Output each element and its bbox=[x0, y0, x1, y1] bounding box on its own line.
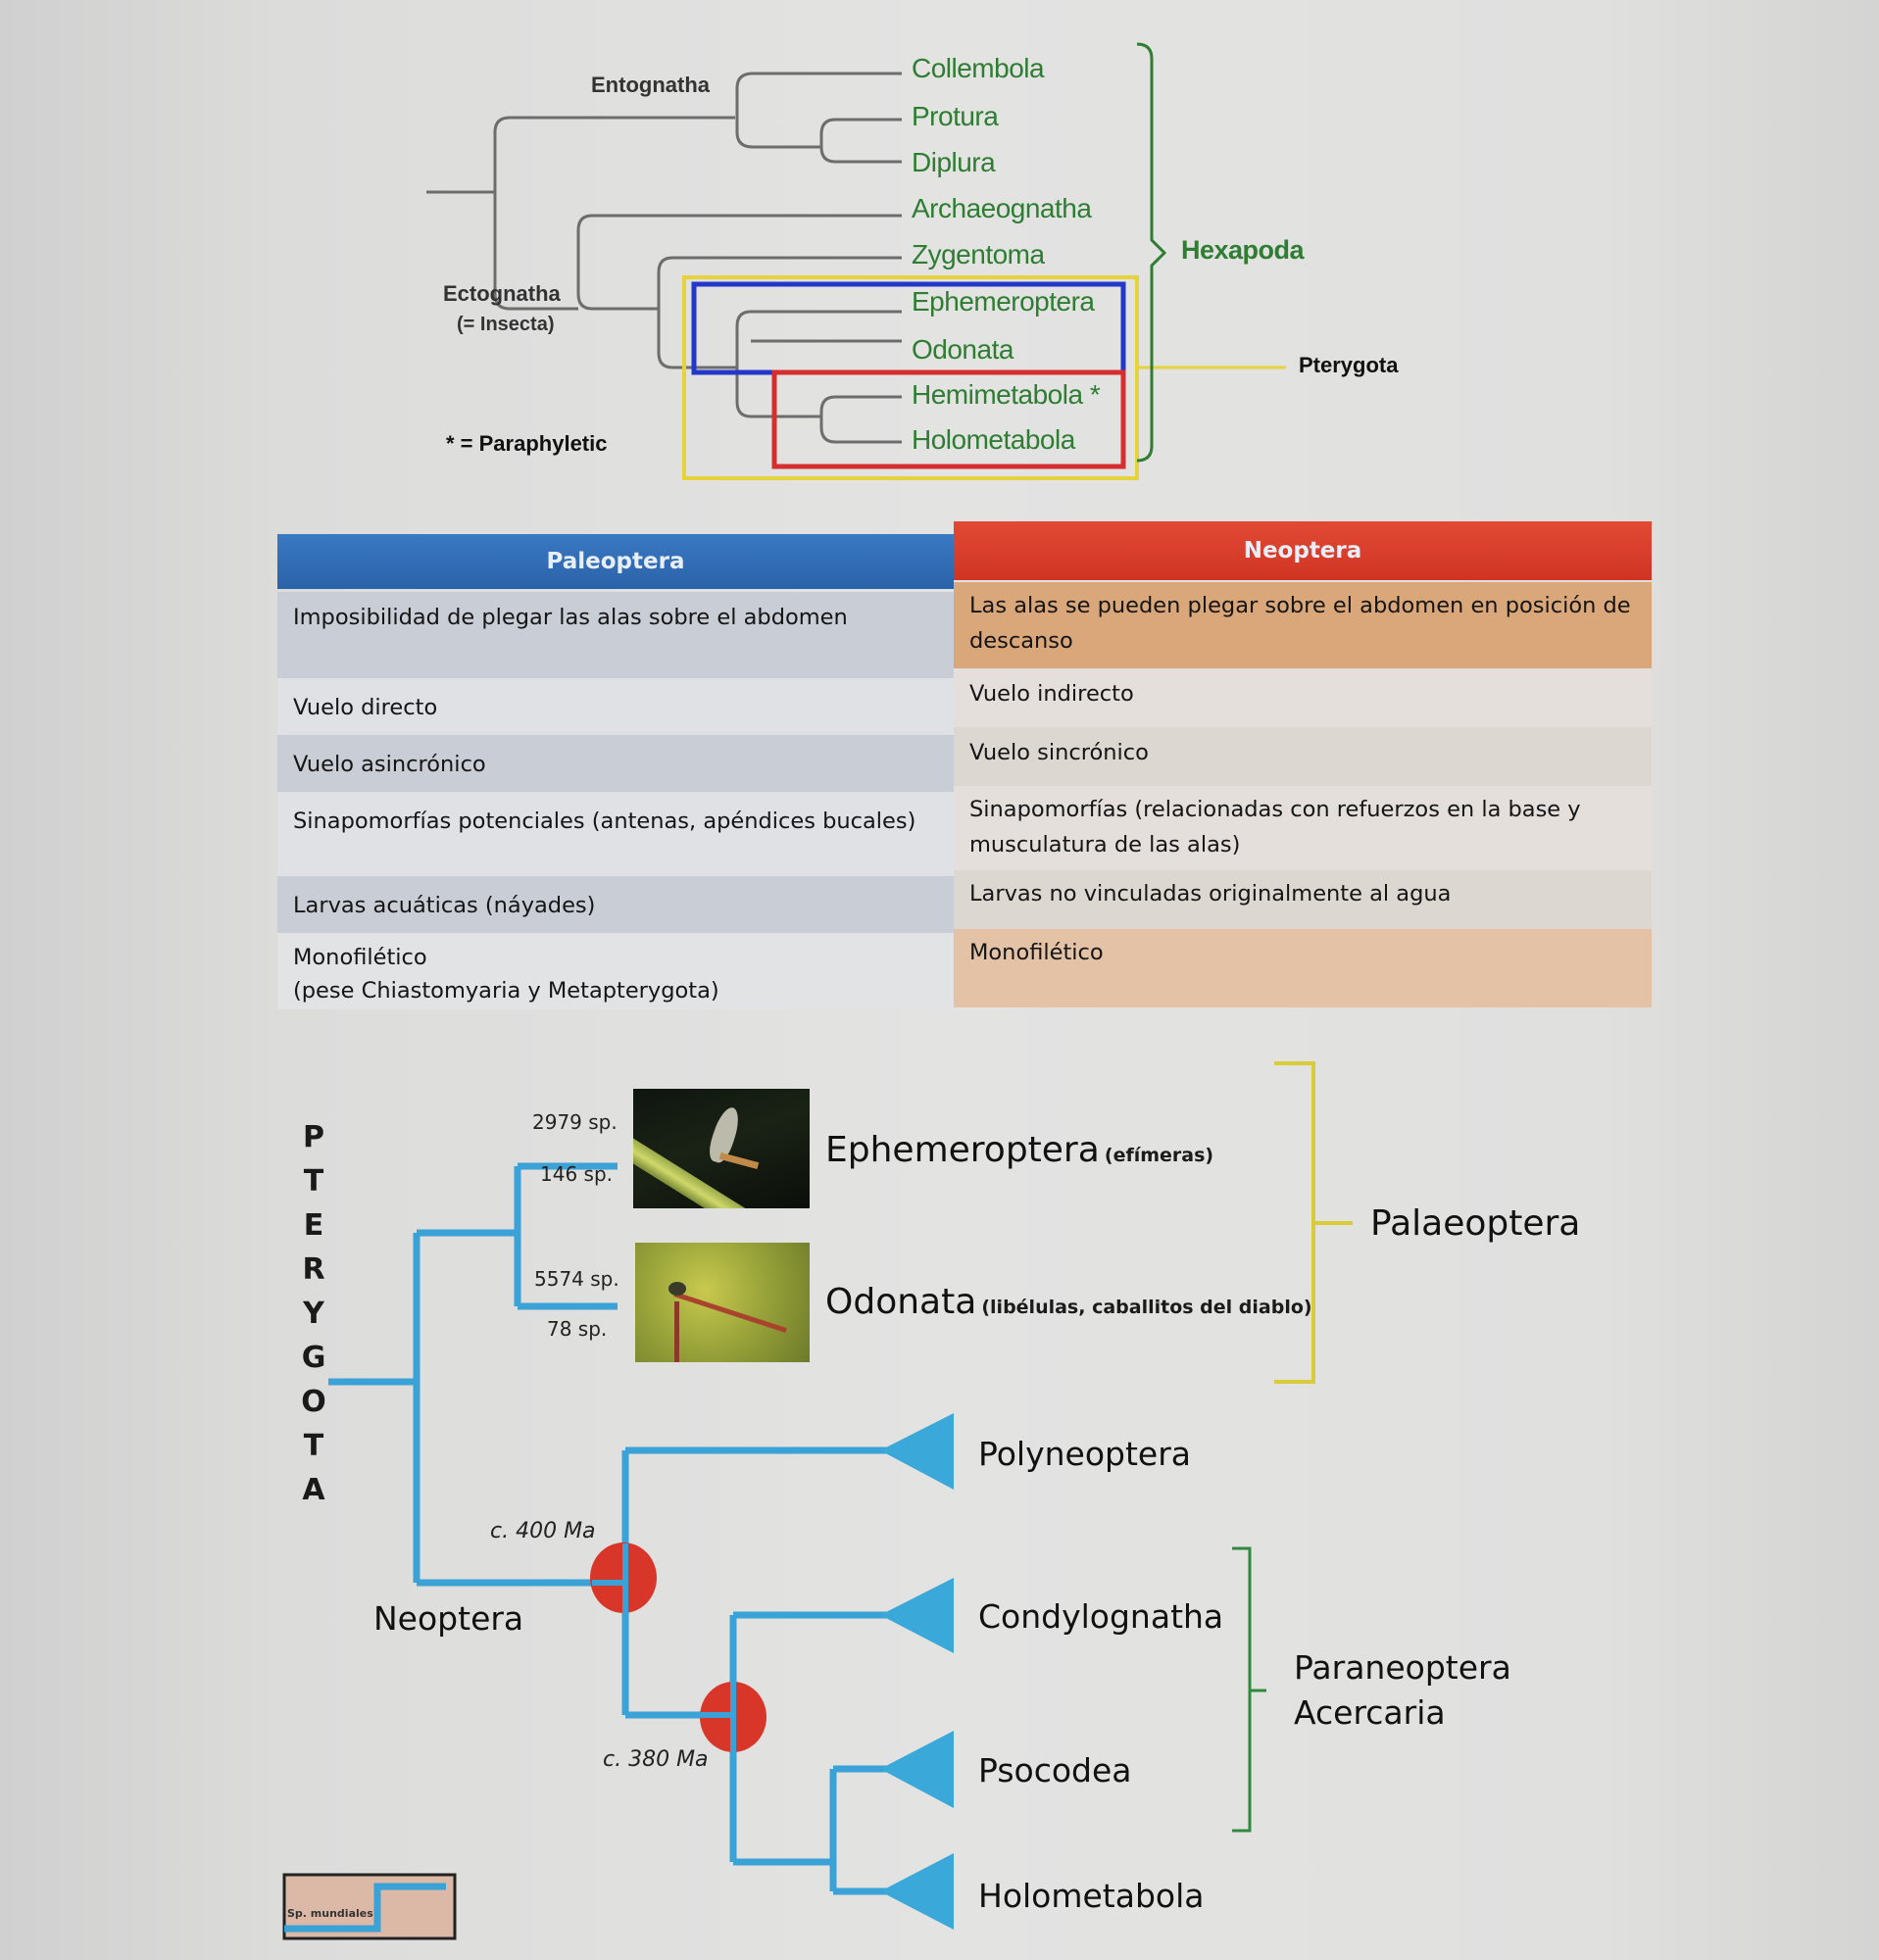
taxon-protura: Protura bbox=[912, 101, 999, 131]
branch-entognatha bbox=[735, 72, 902, 149]
taxon-holometabola: Holometabola bbox=[912, 424, 1075, 455]
dragonfly-photo bbox=[635, 1243, 810, 1362]
acercaria-label: Acercaria bbox=[1294, 1693, 1446, 1732]
triangle-condylognatha bbox=[880, 1578, 954, 1653]
odonata-common-name: (libélulas, caballitos del diablo) bbox=[981, 1297, 1312, 1318]
row-1-paleoptera: Imposibilidad de plegar las alas sobre e… bbox=[277, 592, 954, 678]
row-4-neoptera: Sinapomorfías (relacionadas con refuerzo… bbox=[954, 786, 1652, 870]
ectognatha-note: (= Insecta) bbox=[457, 314, 555, 335]
letter: Y bbox=[303, 1297, 324, 1331]
taxon-odonata: Odonata bbox=[912, 334, 1014, 365]
letter: O bbox=[301, 1385, 326, 1419]
taxon-archaeognatha: Archaeognatha bbox=[912, 193, 1092, 223]
row-1-neoptera: Las alas se pueden plegar sobre el abdom… bbox=[954, 582, 1652, 668]
palaeoptera-bracket bbox=[1274, 1061, 1353, 1384]
row-6-neoptera: Monofilético bbox=[954, 929, 1652, 1007]
ephemeroptera-species-world: 2979 sp. bbox=[532, 1110, 618, 1134]
branch-ectognatha bbox=[576, 214, 902, 311]
header-paleoptera: Paleoptera bbox=[277, 534, 954, 589]
pterygota-box bbox=[682, 275, 1139, 480]
clade-polyneoptera: Polyneoptera bbox=[978, 1435, 1191, 1473]
letter: P bbox=[303, 1120, 324, 1154]
branch-pterygota bbox=[735, 310, 902, 418]
branch-zygentoma bbox=[657, 256, 902, 369]
hexapoda-tree-lines bbox=[426, 42, 1286, 480]
odonata-name: Odonata bbox=[825, 1282, 977, 1322]
neoptera-label: Neoptera bbox=[373, 1599, 524, 1638]
mayfly-photo bbox=[633, 1089, 810, 1208]
neoptera-box bbox=[771, 369, 1126, 469]
taxon-diplura: Diplura bbox=[912, 147, 996, 177]
paraneoptera-label: Paraneoptera bbox=[1294, 1648, 1511, 1687]
ephemeroptera-name: Ephemeroptera bbox=[825, 1130, 1100, 1170]
clade-condylognatha: Condylognatha bbox=[978, 1597, 1224, 1636]
pterygota-vertical-label: P T E R Y G O T A bbox=[299, 1120, 328, 1517]
taxon-collembola: Collembola bbox=[912, 53, 1045, 83]
triangle-holometabola bbox=[880, 1853, 954, 1930]
letter: R bbox=[302, 1252, 325, 1287]
odonata-species-world: 5574 sp. bbox=[534, 1267, 619, 1291]
clade-psocodea: Psocodea bbox=[978, 1751, 1132, 1789]
odonata-label: Odonata (libélulas, caballitos del diabl… bbox=[825, 1282, 1312, 1322]
paraneoptera-bracket bbox=[1232, 1546, 1266, 1833]
letter: T bbox=[303, 1429, 324, 1463]
taxon-hemimetabola: Hemimetabola * bbox=[912, 379, 1101, 410]
row-3-paleoptera: Vuelo asincrónico bbox=[277, 735, 954, 792]
triangle-psocodea bbox=[880, 1731, 954, 1808]
ectognatha-label: Ectognatha bbox=[443, 281, 561, 306]
odonata-species-local: 78 sp. bbox=[547, 1317, 608, 1341]
header-neoptera: Neoptera bbox=[954, 521, 1652, 580]
branch-protura-diplura bbox=[819, 118, 902, 164]
letter: T bbox=[303, 1164, 324, 1199]
row-5-neoptera: Larvas no vinculadas originalmente al ag… bbox=[954, 870, 1652, 929]
row-2-paleoptera: Vuelo directo bbox=[277, 678, 954, 735]
age-400ma: c. 400 Ma bbox=[490, 1519, 596, 1544]
ephemeroptera-common-name: (efímeras) bbox=[1104, 1145, 1214, 1166]
paraphyletic-legend: * = Paraphyletic bbox=[446, 431, 608, 456]
taxon-ephemeroptera: Ephemeroptera bbox=[912, 286, 1095, 317]
row-5-paleoptera: Larvas acuáticas (náyades) bbox=[277, 876, 954, 933]
ephemeroptera-label: Ephemeroptera (efímeras) bbox=[825, 1130, 1213, 1170]
entognatha-label: Entognatha bbox=[591, 73, 710, 97]
row-3-neoptera: Vuelo sincrónico bbox=[954, 727, 1652, 786]
hexapoda-bracket bbox=[1136, 42, 1167, 463]
age-380ma: c. 380 Ma bbox=[603, 1747, 709, 1772]
triangle-polyneoptera bbox=[880, 1413, 954, 1490]
row-2-neoptera: Vuelo indirecto bbox=[954, 668, 1652, 727]
row-6-paleoptera: Monofilético (pese Chiastomyaria y Metap… bbox=[277, 933, 954, 1009]
row-4-paleoptera: Sinapomorfías potenciales (antenas, apén… bbox=[277, 792, 954, 876]
branch-root-split bbox=[493, 116, 735, 311]
letter: E bbox=[303, 1208, 324, 1243]
pterygota-label: Pterygota bbox=[1299, 353, 1399, 377]
letter: G bbox=[301, 1341, 326, 1375]
clade-holometabola: Holometabola bbox=[978, 1877, 1205, 1915]
taxon-zygentoma: Zygentoma bbox=[912, 239, 1045, 270]
branch-neoptera bbox=[819, 395, 902, 444]
ephemeroptera-species-local: 146 sp. bbox=[540, 1162, 614, 1186]
palaeoptera-label: Palaeoptera bbox=[1370, 1203, 1581, 1244]
hexapoda-label: Hexapoda bbox=[1181, 235, 1305, 265]
letter: A bbox=[302, 1473, 325, 1507]
legend-box-text: Sp. mundiales bbox=[287, 1907, 373, 1920]
